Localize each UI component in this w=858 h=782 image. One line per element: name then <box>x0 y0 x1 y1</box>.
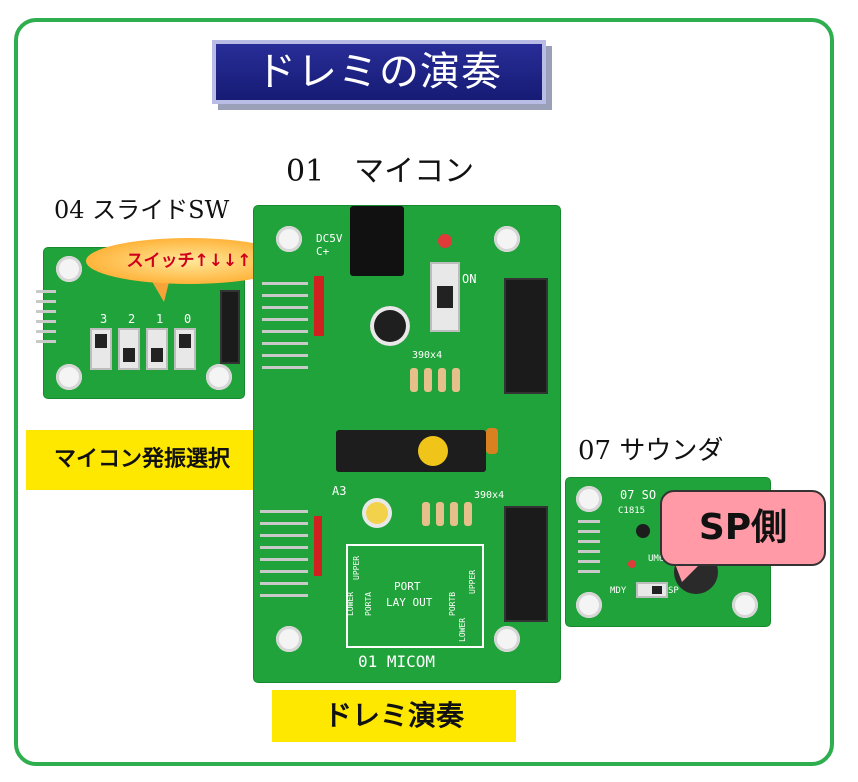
switch-number: 3 <box>100 312 108 326</box>
push-button[interactable] <box>366 502 388 524</box>
port-lower-a: LOWER <box>346 591 355 616</box>
resistor <box>464 502 472 526</box>
micom-board-label: 01 マイコン <box>286 154 475 189</box>
resistor <box>424 368 432 392</box>
resistor <box>450 502 458 526</box>
mounting-hole <box>56 256 82 282</box>
resistor-array-label: 390x4 <box>474 490 505 501</box>
resistor <box>410 368 418 392</box>
mdy-label: MDY <box>610 586 627 596</box>
switch-number: 0 <box>184 312 192 326</box>
doremi-play-tag: ドレミ演奏 <box>272 690 516 742</box>
mounting-hole <box>494 626 520 652</box>
crystal <box>486 428 498 454</box>
micom-board: DC5V C+ ON 390x4 A3 390x4 LOWER UPPER PO… <box>254 206 560 682</box>
female-header <box>220 290 240 364</box>
switch-knob <box>123 348 135 362</box>
mounting-hole <box>576 486 602 512</box>
mounting-hole <box>576 592 602 618</box>
female-header <box>504 278 548 394</box>
transistor-label: C1815 <box>618 506 646 516</box>
dc-jack <box>350 206 404 276</box>
capacitor <box>370 306 410 346</box>
mounting-hole <box>494 226 520 252</box>
mounting-hole <box>276 626 302 652</box>
page-title: ドレミの演奏 <box>212 40 546 104</box>
outer-frame <box>14 18 834 766</box>
chip-sticker <box>418 436 448 466</box>
oscillator-select-tag: マイコン発振選択 <box>26 430 258 490</box>
transistor <box>636 524 650 538</box>
switch-knob <box>95 334 107 348</box>
port-subtitle: LAY OUT <box>386 596 433 609</box>
switch-knob <box>437 286 453 308</box>
sounder-board-name: 07 SO <box>620 488 657 502</box>
mounting-hole <box>206 364 232 390</box>
resistor <box>422 502 430 526</box>
switch-knob <box>179 334 191 348</box>
resistor <box>452 368 460 392</box>
mounting-hole <box>732 592 758 618</box>
red-jumper <box>314 276 324 336</box>
sounder-led <box>628 560 636 568</box>
sp-label: SP <box>668 586 679 596</box>
portb-label: PORTB <box>448 591 457 616</box>
slide-switch[interactable] <box>118 328 140 370</box>
mounting-hole <box>56 364 82 390</box>
slide-sw-board-label: 04 スライドSW <box>54 196 230 224</box>
power-switch[interactable] <box>430 262 460 332</box>
switch-number: 2 <box>128 312 136 326</box>
port-upper-b: UPPER <box>468 569 477 594</box>
resistor <box>438 368 446 392</box>
switch-knob <box>151 348 163 362</box>
microcontroller-chip <box>336 430 486 472</box>
mounting-hole <box>276 226 302 252</box>
female-header <box>504 506 548 622</box>
port-layout-box: LOWER UPPER PORTA PORT LAY OUT PORTB LOW… <box>346 544 484 648</box>
resistor-array-label: 390x4 <box>412 350 443 361</box>
switch-number: 1 <box>156 312 164 326</box>
resistor <box>436 502 444 526</box>
power-label: DC5V C+ <box>316 232 343 258</box>
port-title: PORT <box>394 580 421 593</box>
porta-label: PORTA <box>364 591 373 616</box>
board-name: 01 MICOM <box>358 652 436 671</box>
slide-switch[interactable] <box>90 328 112 370</box>
sounder-board-label: 07 サウンダ <box>578 436 724 466</box>
port-upper-a: UPPER <box>352 555 361 580</box>
sp-side-callout: SP側 <box>660 490 826 566</box>
sp-select-switch[interactable] <box>636 582 668 598</box>
port-lower-b: LOWER <box>458 617 467 642</box>
a3-label: A3 <box>332 484 347 498</box>
callout-tail <box>150 278 170 302</box>
switch-knob <box>652 586 662 594</box>
red-jumper <box>314 516 322 576</box>
power-led <box>438 234 452 248</box>
on-label: ON <box>462 272 477 286</box>
slide-switch[interactable] <box>174 328 196 370</box>
slide-switch[interactable] <box>146 328 168 370</box>
